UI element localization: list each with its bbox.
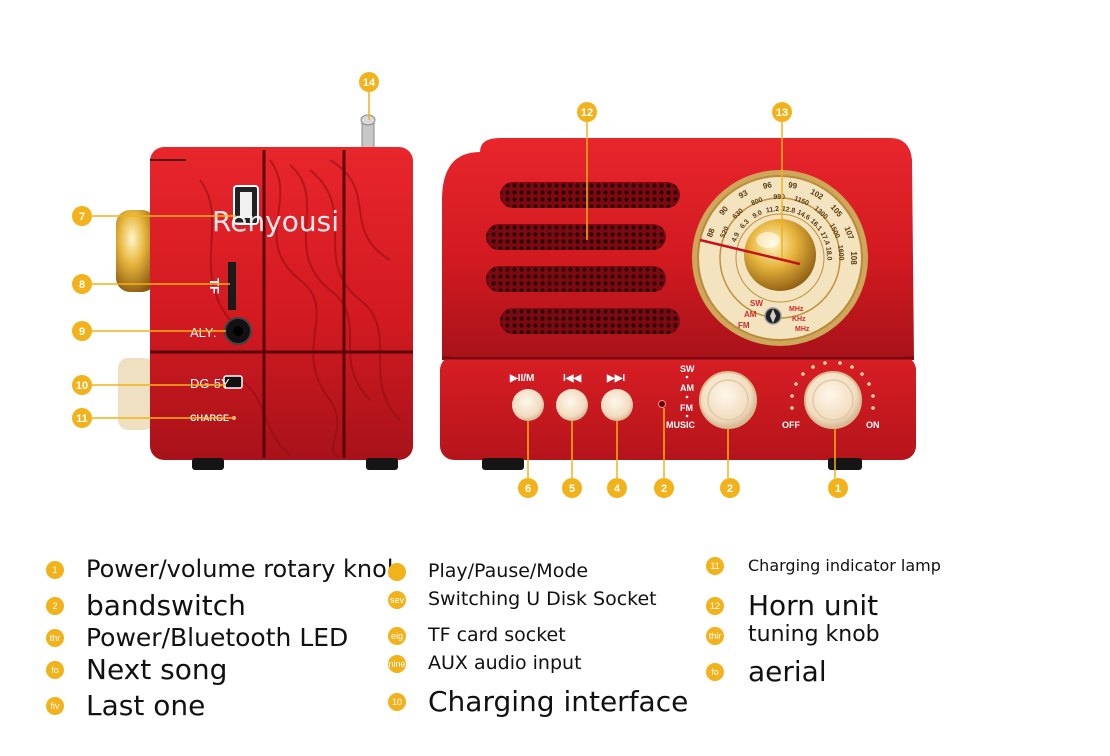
legend-item-text: Power/Bluetooth LED xyxy=(86,622,349,652)
power-bluetooth-led xyxy=(658,400,666,408)
dial-tick-label: 9.0 xyxy=(752,210,764,221)
dial-band-am: AM xyxy=(744,310,757,319)
prev-button[interactable] xyxy=(556,389,588,421)
callout-14: 14 xyxy=(363,77,376,89)
antenna-tip xyxy=(360,114,376,126)
dial-tick-label: 107 xyxy=(843,225,856,241)
legend-badge: 2 xyxy=(46,597,64,615)
dial-tick-label: 520 xyxy=(720,226,731,240)
callout-5: 5 xyxy=(569,483,575,495)
legend-item-text: AUX audio input xyxy=(428,652,582,675)
legend-badge: nine xyxy=(388,655,406,673)
legend-badge: fiv xyxy=(46,697,64,715)
callout-12: 12 xyxy=(581,107,593,119)
play-pause-button[interactable] xyxy=(512,389,544,421)
callout-10: 10 xyxy=(76,380,88,392)
callout-9: 9 xyxy=(79,326,85,338)
dial-tick-label: 18.0 xyxy=(824,247,832,261)
legend-item-text: aerial xyxy=(748,654,827,688)
tf-label: TF xyxy=(207,278,222,294)
legend-badge xyxy=(388,563,406,581)
volume-dots xyxy=(790,361,875,410)
legend-item-text: Last one xyxy=(86,688,206,722)
callout-13: 13 xyxy=(776,107,788,119)
callout-lines xyxy=(92,92,836,478)
legend-item-text: Next song xyxy=(86,652,228,686)
legend-badge: 10 xyxy=(388,693,406,711)
legend-item-text: Power/volume rotary knob xyxy=(86,555,403,584)
radio-diagram: TF ALY: DG-5Y CHARGE Renyousi xyxy=(72,72,916,498)
tf-slot xyxy=(228,262,236,310)
dial-tick-label: 800 xyxy=(750,197,764,208)
front-body-lower xyxy=(440,356,916,460)
legend-item-text: TF card socket xyxy=(428,624,566,647)
dial-tick-label: 1150 xyxy=(793,195,810,207)
volume-on-label: ON xyxy=(866,420,880,430)
dial-tick-label: 990 xyxy=(773,194,785,201)
prev-label: I◀◀ xyxy=(563,373,581,384)
legend-item-text: Charging interface xyxy=(428,684,689,718)
dial-tick-label: 6.3 xyxy=(739,218,751,230)
dial-tick-label: 96 xyxy=(762,180,773,191)
legend-badge: 1 xyxy=(46,561,64,579)
volume-off-label: OFF xyxy=(782,420,800,430)
tuning-knob xyxy=(744,219,816,291)
dial-tick-label: 88 xyxy=(705,227,717,239)
dial-band-sw: SW xyxy=(750,299,763,308)
legend-item-text: Charging indicator lamp xyxy=(748,556,941,576)
next-button[interactable] xyxy=(601,389,633,421)
legend-item-text: tuning knob xyxy=(748,622,880,648)
callout-2-led: 2 xyxy=(661,483,667,495)
band-label-am: AM xyxy=(680,383,694,393)
side-tuning-knob-back xyxy=(116,210,156,292)
dial-tick-label: 99 xyxy=(788,180,799,191)
band-label-sw: SW xyxy=(680,364,695,374)
play-pause-mode-label: ▶II/M xyxy=(509,373,534,384)
dial-unit-2: KHz xyxy=(792,316,806,323)
legend-item-text: bandswitch xyxy=(86,588,246,622)
callout-4: 4 xyxy=(614,483,621,495)
dial-unit-1: MHz xyxy=(789,306,804,313)
dc-label: DG-5Y xyxy=(190,376,230,391)
dial-unit-3: MHz xyxy=(795,326,810,333)
wood-grain xyxy=(199,159,401,459)
dial-tick-label: 4.9 xyxy=(731,232,742,244)
callout-7: 7 xyxy=(79,211,85,223)
legend-badge: thir xyxy=(706,627,724,645)
legend-badge: fo xyxy=(46,661,64,679)
watermark: Renyousi xyxy=(212,205,339,238)
legend-badge: sev xyxy=(388,591,406,609)
next-label: ▶▶I xyxy=(606,373,625,384)
dial-tick-label: 11.2 xyxy=(766,206,780,215)
callout-6: 6 xyxy=(525,483,531,495)
dial-tick-label: 17.4 xyxy=(818,231,830,246)
legend-badge: 11 xyxy=(706,557,724,575)
side-view: TF ALY: DG-5Y CHARGE Renyousi xyxy=(116,114,413,470)
callout-1: 1 xyxy=(835,483,841,495)
side-volume-knob-back xyxy=(118,358,154,430)
side-body xyxy=(150,147,413,460)
dial-tick-label: 1600 xyxy=(836,245,844,261)
legend-badge: fo xyxy=(706,663,724,681)
callout-8: 8 xyxy=(79,279,85,291)
aux-label: ALY: xyxy=(190,325,217,340)
dial-tick-label: 12.8 xyxy=(781,206,796,215)
callout-11: 11 xyxy=(76,413,88,425)
callout-2-band: 2 xyxy=(727,483,733,495)
legend-badge: 12 xyxy=(706,597,724,615)
legend-item-text: Switching U Disk Socket xyxy=(428,588,657,611)
band-label-music: MUSIC xyxy=(666,420,696,430)
speaker-grill xyxy=(486,182,680,334)
dial-tick-label: 108 xyxy=(849,251,858,265)
band-label-fm: FM xyxy=(680,403,693,413)
dc-port xyxy=(223,375,243,389)
legend-item-text: Play/Pause/Mode xyxy=(428,560,589,583)
legend-badge: eig xyxy=(388,627,406,645)
callout-badges: 1 2 2 4 5 6 7 8 9 10 11 12 13 14 xyxy=(72,72,848,498)
dial-band-fm: FM xyxy=(738,321,750,330)
legend-item-text: Horn unit xyxy=(748,588,879,622)
legend-badge: thr xyxy=(46,629,64,647)
